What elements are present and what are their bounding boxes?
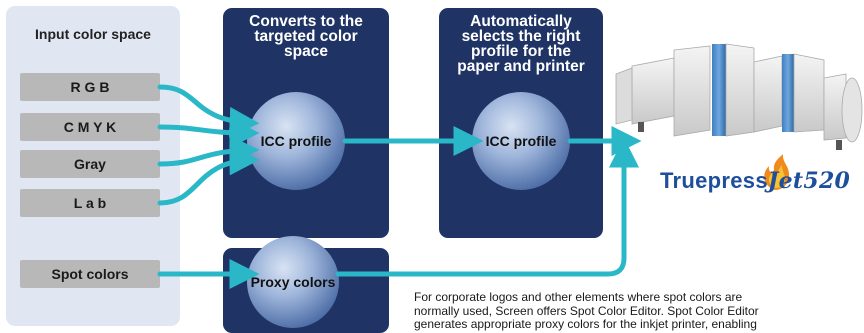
select-title-line: paper and printer bbox=[457, 58, 585, 75]
description-caption: For corporate logos and other elements w… bbox=[414, 290, 862, 332]
select-title-line: profile for the bbox=[471, 43, 571, 60]
icc-profile-circle-1: ICC profile bbox=[247, 92, 345, 190]
icc-profile-circle-2: ICC profile bbox=[472, 92, 570, 190]
input-rgb: R G B bbox=[20, 73, 160, 101]
caption-line: generates appropriate proxy colors for t… bbox=[414, 317, 757, 331]
brand-truepress: Truepress bbox=[660, 168, 768, 193]
convert-title-line: space bbox=[284, 43, 328, 60]
caption-line: For corporate logos and other elements w… bbox=[414, 290, 743, 304]
input-spot-colors: Spot colors bbox=[20, 260, 160, 288]
proxy-colors-label: Proxy colors bbox=[250, 274, 336, 290]
printer-illustration bbox=[615, 43, 863, 150]
convert-title-line: targeted color bbox=[254, 28, 358, 45]
brand-jet520: Jet520 bbox=[767, 168, 851, 194]
input-cmyk: C M Y K bbox=[20, 113, 160, 141]
icc-profile-label: ICC profile bbox=[485, 133, 557, 149]
icc-profile-label: ICC profile bbox=[260, 133, 332, 149]
truepress-brand: TruepressJet520 bbox=[660, 168, 850, 194]
convert-title-line: Converts to the bbox=[249, 13, 363, 30]
caption-line: normally used, Screen offers Spot Color … bbox=[414, 303, 759, 318]
input-lab: L a b bbox=[20, 189, 160, 217]
select-panel-title: Automatically selects the right profile … bbox=[439, 13, 603, 75]
select-title-line: selects the right bbox=[461, 28, 581, 45]
proxy-colors-circle: Proxy colors bbox=[247, 236, 339, 328]
select-title-line: Automatically bbox=[470, 13, 572, 30]
input-panel-title: Input color space bbox=[35, 26, 151, 42]
flame-logo-icon bbox=[764, 154, 789, 190]
input-gray: Gray bbox=[20, 150, 160, 178]
convert-panel-title: Converts to the targeted color space bbox=[223, 13, 389, 60]
